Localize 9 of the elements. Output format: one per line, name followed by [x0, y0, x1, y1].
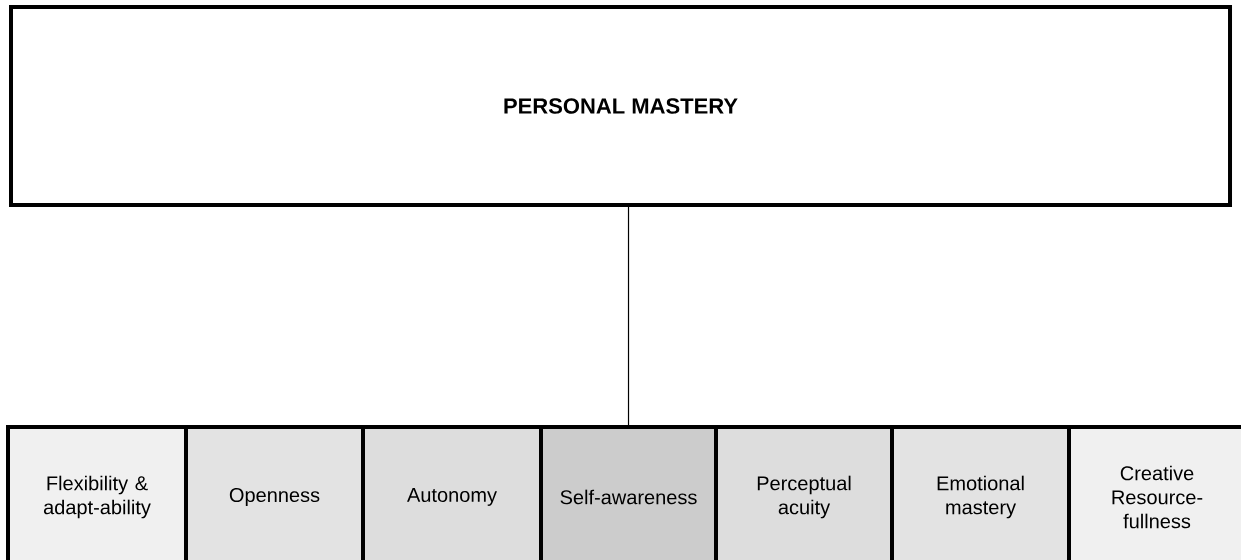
title-box: PERSONAL MASTERY [9, 5, 1232, 207]
category-box: Perceptual acuity [714, 425, 894, 560]
category-box: Creative Resource-fullness [1067, 425, 1241, 560]
category-box: Self-awareness [539, 425, 718, 560]
category-box: Autonomy [361, 425, 543, 560]
category-box: Openness [184, 425, 365, 560]
category-box: Emotional mastery [890, 425, 1071, 560]
category-box: Flexibility & adapt-ability [6, 425, 188, 560]
connector-line [627, 206, 630, 426]
